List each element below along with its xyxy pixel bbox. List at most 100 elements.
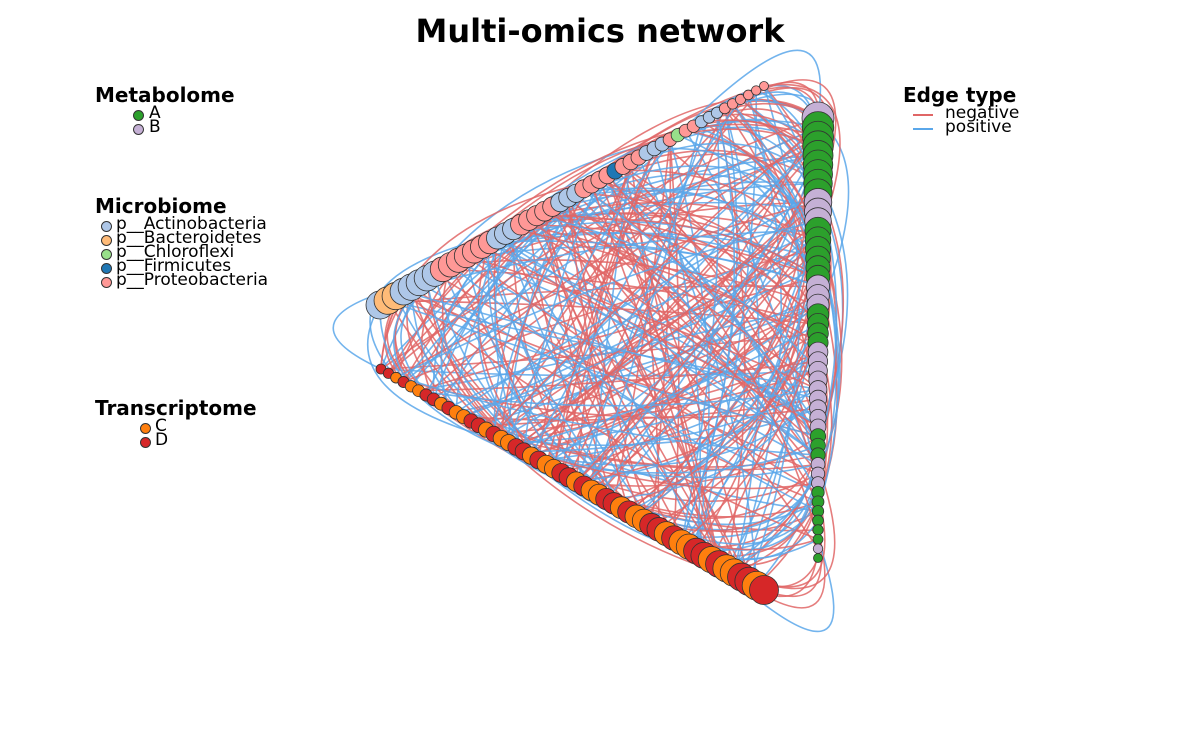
network-edge	[450, 264, 819, 512]
legend-label: D	[155, 430, 169, 450]
legend-label: C	[155, 416, 167, 436]
network-edge	[465, 255, 819, 391]
legend-title: Edge type	[903, 83, 1017, 107]
network-node	[813, 553, 823, 563]
chart-title: Multi-omics network	[415, 12, 785, 50]
network-edge	[613, 323, 819, 505]
network-edge	[523, 398, 819, 467]
legend-label: B	[149, 117, 161, 137]
network-edge	[575, 117, 710, 482]
network-edge	[492, 165, 624, 435]
legend-microbiome: Microbiome p__Actinobacteria p__Bacteroi…	[95, 195, 315, 289]
legend-title: Microbiome	[95, 194, 227, 218]
network-edge	[418, 276, 819, 392]
network-edge	[477, 233, 532, 457]
network-edge	[515, 323, 819, 448]
network-node	[743, 89, 754, 101]
network-edge	[732, 103, 840, 512]
network-edge	[677, 49, 822, 136]
legend-swatch	[101, 263, 112, 274]
legend-label: p__Bacteroidetes	[116, 228, 262, 248]
network-edge	[575, 192, 819, 316]
legend-title: Transcriptome	[95, 396, 257, 420]
legend-title: Metabolome	[95, 83, 235, 107]
network-edge	[726, 248, 841, 570]
legend-label: A	[149, 103, 161, 123]
network-edge	[500, 145, 819, 439]
network-node	[812, 543, 824, 554]
legend-metabolome: Metabolome A B	[95, 84, 235, 136]
legend-label: p__Proteobacteria	[116, 270, 269, 290]
legend-swatch	[101, 221, 112, 232]
legend-label: p__Actinobacteria	[116, 214, 267, 234]
network-edge	[508, 351, 819, 444]
network-edge	[583, 229, 819, 487]
legend-item: p__Actinobacteria	[95, 214, 315, 234]
network-edge	[606, 370, 819, 500]
network-edge	[575, 173, 819, 483]
legend-swatch	[913, 114, 933, 116]
network-edge	[403, 290, 819, 400]
network-edge	[455, 192, 819, 414]
network-edge	[528, 219, 819, 447]
network-edge	[536, 214, 819, 325]
network-edge	[507, 134, 679, 443]
network-edge	[544, 210, 819, 391]
network-edge	[528, 219, 728, 569]
legend-swatch	[133, 110, 144, 121]
network-edge	[515, 192, 819, 448]
network-edge	[740, 98, 844, 437]
network-edge	[543, 210, 645, 521]
network-edge	[497, 237, 819, 428]
network-edge	[583, 188, 819, 428]
legend-swatch	[101, 277, 112, 288]
network-edge	[635, 267, 819, 517]
legend-item: A	[95, 103, 215, 123]
legend-swatch	[101, 235, 112, 246]
network-edge	[552, 161, 632, 469]
network-node	[812, 524, 824, 536]
network-edge	[387, 299, 819, 438]
legend-item: C	[95, 416, 215, 436]
network-edge	[500, 183, 593, 439]
network-edge	[366, 304, 509, 444]
legend-label: p__Firmicutes	[116, 256, 232, 276]
legend-item: D	[95, 430, 215, 450]
network-edge	[388, 372, 819, 456]
network-edge	[622, 165, 819, 484]
network-edge	[448, 229, 819, 409]
legend-swatch	[140, 437, 151, 448]
network-edge	[494, 233, 525, 452]
legend-item: negative	[903, 103, 1043, 123]
network-nodes	[365, 81, 835, 605]
network-edge	[520, 218, 819, 278]
network-edge	[575, 192, 819, 503]
network-edges	[332, 49, 850, 633]
network-edge	[680, 112, 736, 543]
network-edge	[493, 237, 570, 478]
legend-item: positive	[903, 119, 1043, 136]
network-edge	[487, 242, 577, 483]
legend-edge-type: Edge type negative positive	[903, 84, 1043, 136]
legend-item: p__Firmicutes	[95, 256, 315, 276]
network-edge	[465, 255, 819, 494]
network-node	[749, 575, 779, 605]
network-edge	[522, 179, 601, 452]
legend-swatch	[101, 249, 112, 260]
network-edge	[536, 214, 819, 372]
network-edge	[567, 197, 630, 513]
network-edge	[590, 184, 720, 565]
network-edge	[575, 187, 819, 278]
network-node	[812, 533, 824, 545]
network-edge	[501, 407, 819, 447]
network-node	[751, 85, 762, 96]
network-edge	[489, 241, 819, 428]
legend-label: negative	[945, 103, 1020, 123]
network-edge	[559, 201, 743, 578]
legend-swatch	[913, 128, 933, 130]
network-edge	[530, 98, 742, 457]
network-node	[759, 81, 769, 91]
legend-item: B	[95, 117, 215, 137]
legend-item: p__Bacteroidetes	[95, 228, 315, 248]
